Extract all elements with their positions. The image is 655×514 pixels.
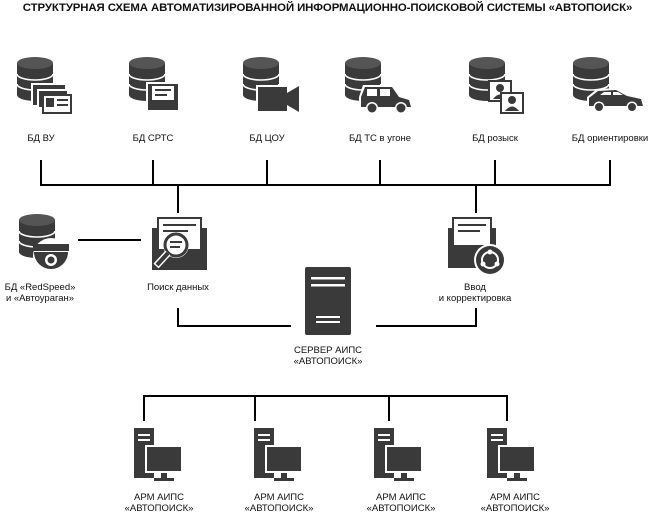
data-search-icon	[152, 217, 207, 270]
database-camera-icon	[242, 56, 299, 113]
db-label-stolen: БД ТС в угоне	[348, 133, 412, 144]
db-label-wanted: БД розыск	[472, 133, 518, 144]
database-document-icon	[128, 56, 180, 112]
db-label-tsou: БД ЦОУ	[249, 133, 285, 144]
database-cards-icon	[16, 56, 72, 114]
search-label: Поиск данных	[147, 282, 209, 293]
connection-lines	[40, 160, 611, 421]
input-label: Ввод и корректировка	[438, 282, 512, 304]
db-label-vu: БД ВУ	[27, 133, 55, 144]
workstation-icon	[254, 428, 303, 481]
database-suv-icon	[344, 56, 413, 114]
redspeed-label: БД «RedSpeed» и «Автоураган»	[4, 282, 76, 304]
server-icon	[305, 267, 351, 335]
db-label-alerts: БД ориентировки	[571, 133, 649, 144]
server-label: СЕРВЕР АИПС «АВТОПОИСК»	[293, 345, 363, 367]
workstation-label: АРМ АИПС «АВТОПОИСК»	[366, 492, 436, 514]
data-input-icon	[448, 217, 506, 276]
diagram-title: СТРУКТУРНАЯ СХЕМА АВТОМАТИЗИРОВАННОЙ ИНФ…	[22, 2, 633, 14]
db-label-srts: БД СРТС	[132, 133, 174, 144]
workstation-icon	[134, 428, 183, 481]
database-car-icon	[572, 56, 645, 113]
workstation-label: АРМ АИПС «АВТОПОИСК»	[480, 492, 550, 514]
workstation-label: АРМ АИПС «АВТОПОИСК»	[244, 492, 314, 514]
workstation-icon	[374, 428, 423, 481]
workstation-label: АРМ АИПС «АВТОПОИСК»	[124, 492, 194, 514]
database-dome-camera-icon	[18, 213, 69, 274]
workstation-icon	[487, 428, 536, 481]
database-persons-icon	[468, 56, 524, 114]
